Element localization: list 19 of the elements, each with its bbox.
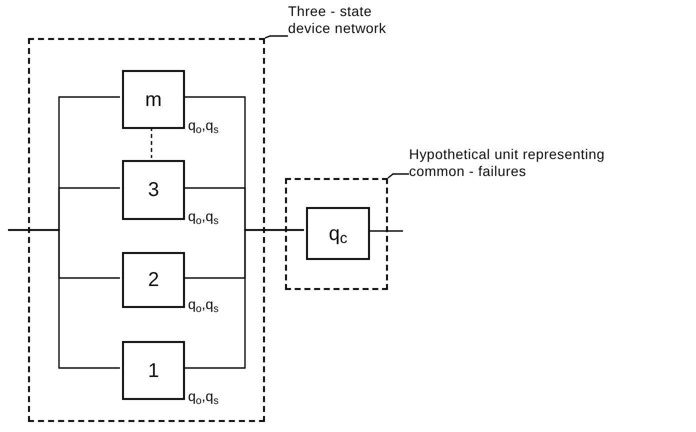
probability-label: q$_{o}$,q$_{s}$: [188, 208, 219, 224]
component-box: q$_{c}$: [306, 207, 370, 260]
probability-label: q$_{o}$,q$_{s}$: [188, 388, 219, 404]
annotation-text: Three - state device network: [288, 3, 398, 37]
wire: [183, 229, 304, 369]
dashed-boundary: [28, 38, 265, 422]
leader-line: [388, 173, 409, 179]
dashed-boundary: [285, 178, 388, 290]
wire: [368, 230, 403, 232]
probability-label: q$_{o}$,q$_{s}$: [188, 117, 219, 133]
component-box: 2: [122, 252, 185, 308]
dashed-connector: [150, 127, 152, 158]
probability-label: q$_{o}$,q$_{s}$: [188, 296, 219, 312]
wire: [8, 229, 120, 369]
component-box: 3: [122, 160, 185, 220]
annotation-text: Hypothetical unit representing common - failures: [409, 146, 649, 182]
component-box: m: [122, 70, 185, 129]
leader-line: [264, 35, 288, 39]
component-box: 1: [122, 341, 185, 400]
